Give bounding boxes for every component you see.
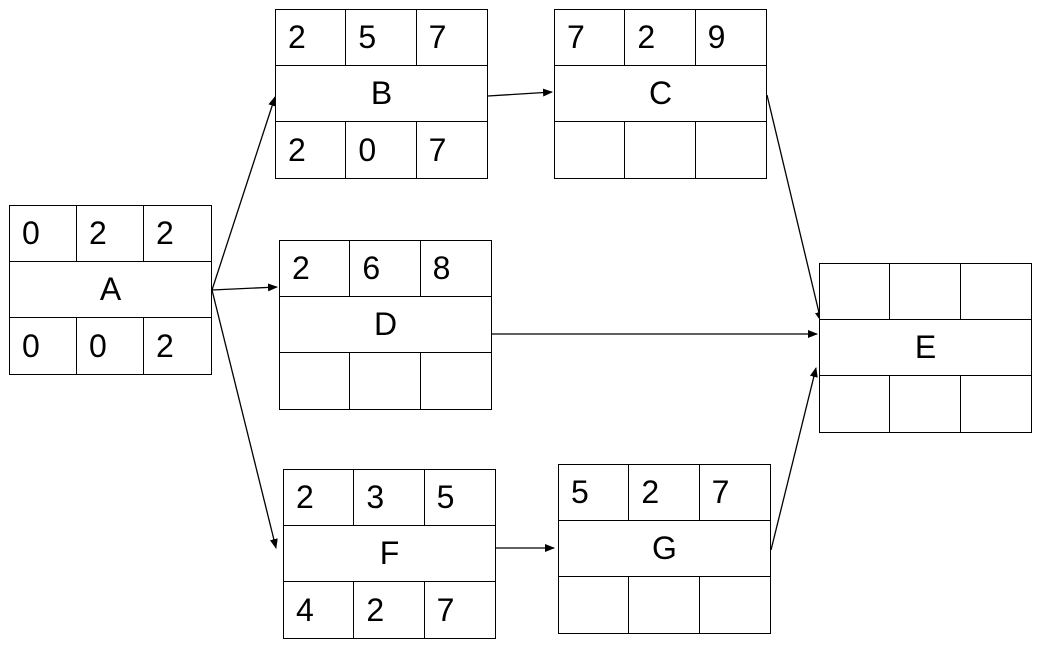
activity-node-d: 2 6 8 D xyxy=(279,240,492,410)
earliest-finish-cell: 2 xyxy=(144,206,211,262)
slack-cell: 2 xyxy=(354,582,425,638)
earliest-start-cell xyxy=(820,264,891,320)
latest-start-cell: 2 xyxy=(276,122,347,178)
duration-cell: 2 xyxy=(625,10,696,66)
latest-finish-cell xyxy=(700,577,770,633)
slack-cell: 0 xyxy=(346,122,417,178)
earliest-start-cell: 2 xyxy=(284,470,355,526)
duration-cell: 6 xyxy=(350,241,421,297)
earliest-finish-cell xyxy=(960,264,1031,320)
slack-cell: 0 xyxy=(77,318,144,374)
activity-node-a: 0 2 2 A 0 0 2 xyxy=(9,205,212,375)
arrow-g-to-e xyxy=(770,367,818,551)
slack-cell xyxy=(625,122,696,178)
slack-cell xyxy=(890,376,961,432)
latest-start-cell: 4 xyxy=(284,582,355,638)
earliest-start-cell: 5 xyxy=(559,465,630,521)
activity-name: B xyxy=(276,66,487,122)
latest-finish-cell: 7 xyxy=(436,591,455,628)
earliest-start-cell: 7 xyxy=(555,10,626,66)
activity-name: E xyxy=(820,320,1031,376)
arrow-a-to-f xyxy=(211,289,278,549)
latest-start-cell xyxy=(559,577,630,633)
duration-cell xyxy=(890,264,961,320)
activity-node-e: E xyxy=(819,263,1032,433)
activity-node-c: 7 2 9 C xyxy=(554,9,767,179)
latest-start-cell xyxy=(555,122,626,178)
slack-cell xyxy=(350,353,421,409)
earliest-finish-cell: 5 xyxy=(424,470,495,526)
latest-finish-cell xyxy=(696,122,766,178)
activity-name: F xyxy=(284,526,495,582)
latest-finish-cell: 2 xyxy=(156,327,174,364)
arrow-b-to-c xyxy=(487,88,553,97)
earliest-finish-cell: 7 xyxy=(416,10,487,66)
activity-name: G xyxy=(559,521,770,577)
latest-finish-cell xyxy=(421,353,491,409)
latest-start-cell: 0 xyxy=(10,318,77,374)
activity-name: A xyxy=(10,262,211,318)
duration-cell: 2 xyxy=(77,206,144,262)
latest-finish-cell: 7 xyxy=(428,131,447,168)
arrow-a-to-d xyxy=(211,283,278,292)
earliest-start-cell: 2 xyxy=(280,241,351,297)
earliest-finish-cell: 7 xyxy=(699,465,770,521)
activity-name: C xyxy=(555,66,766,122)
latest-start-cell xyxy=(280,353,351,409)
activity-name: D xyxy=(280,297,491,353)
duration-cell: 2 xyxy=(629,465,700,521)
activity-node-b: 2 5 7 B 2 0 7 xyxy=(275,9,488,179)
arrow-c-to-e xyxy=(766,94,823,322)
latest-start-cell xyxy=(820,376,891,432)
duration-cell: 3 xyxy=(354,470,425,526)
earliest-finish-cell: 8 xyxy=(420,241,491,297)
earliest-start-cell: 0 xyxy=(10,206,77,262)
activity-node-f: 2 3 5 F 4 2 7 xyxy=(283,469,496,639)
slack-cell xyxy=(629,577,700,633)
earliest-start-cell: 2 xyxy=(276,10,347,66)
duration-cell: 5 xyxy=(346,10,417,66)
earliest-finish-cell: 9 xyxy=(695,10,766,66)
latest-finish-cell xyxy=(961,376,1031,432)
arrow-a-to-b xyxy=(211,96,277,291)
activity-node-g: 5 2 7 G xyxy=(558,464,771,634)
